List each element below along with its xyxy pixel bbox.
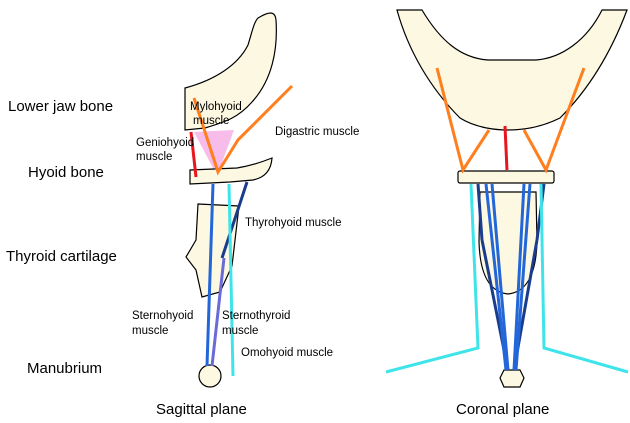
coronal-omohyoid-muscle-left <box>386 184 478 372</box>
label-thyroid-cartilage: Thyroid cartilage <box>6 248 117 265</box>
label-sternohyoid-line2: muscle <box>132 325 168 337</box>
label-digastric: Digastric muscle <box>275 126 359 138</box>
sagittal-hyoid-shape <box>190 158 272 184</box>
coronal-manubrium-shape <box>500 370 524 387</box>
label-sternohyoid-line1: Sternohyoid <box>132 310 193 322</box>
label-manubrium: Manubrium <box>27 360 102 377</box>
caption-coronal-plane: Coronal plane <box>456 401 549 418</box>
label-sternothyroid-line2: muscle <box>222 325 258 337</box>
caption-sagittal-plane: Sagittal plane <box>156 401 247 418</box>
coronal-geniohyoid-muscle <box>505 126 507 170</box>
label-geniohyoid-line1: Geniohyoid <box>136 137 194 149</box>
sagittal-manubrium-shape <box>199 365 221 387</box>
coronal-mandible-shape <box>397 10 627 130</box>
label-mylohyoid-line1: Mylohyoid <box>190 101 242 113</box>
coronal-view <box>386 10 628 387</box>
label-sternothyroid-line1: Sternothyroid <box>222 310 290 322</box>
label-geniohyoid-line2: muscle <box>136 151 172 163</box>
label-hyoid-bone: Hyoid bone <box>28 164 104 181</box>
label-thyrohyoid: Thyrohyoid muscle <box>245 217 342 229</box>
coronal-hyoid-shape <box>458 171 554 183</box>
label-mylohyoid-line2: muscle <box>193 115 229 127</box>
label-lower-jaw-bone: Lower jaw bone <box>8 98 113 115</box>
label-omohyoid: Omohyoid muscle <box>241 347 333 359</box>
coronal-omohyoid-muscle-right <box>541 184 628 372</box>
